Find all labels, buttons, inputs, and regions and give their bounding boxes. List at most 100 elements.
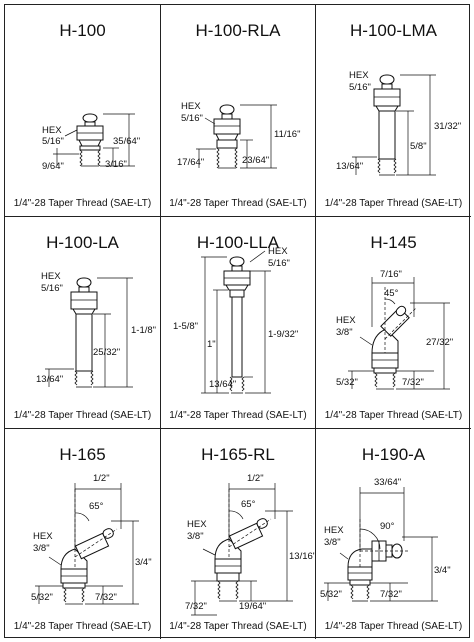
width-label: 1/2"	[247, 473, 264, 484]
fitting-body	[373, 74, 401, 176]
cell-h-165: H-165	[5, 429, 161, 639]
width-label: 7/16"	[380, 269, 402, 280]
hex-label: HEX	[187, 519, 207, 530]
thread-width-label: 19/64"	[239, 601, 266, 612]
thread-length-label: 5/32"	[31, 592, 53, 603]
height-label: 3/4"	[135, 557, 152, 568]
thread-width-label: 7/32"	[95, 592, 117, 603]
thread-spec: 1/4"-28 Taper Thread (SAE-LT)	[13, 621, 152, 632]
shank-label: 23/64"	[242, 155, 269, 166]
fitting-title: H-100-RLA	[195, 21, 281, 40]
fitting-diagram: HEX 5/16" 1-5/8" 1" 1-9/32" 13/64"	[173, 246, 298, 394]
hex-label: HEX	[41, 271, 61, 282]
fitting-title: H-100-LMA	[350, 21, 437, 40]
shank-label: 5/8"	[410, 141, 427, 152]
height-label: 3/4"	[434, 565, 451, 576]
fitting-diagram: 7/16" 45° HEX 3/8" 27/32" 5/32" 7/32"	[336, 269, 453, 390]
fitting-title: H-190-A	[361, 445, 426, 464]
thread-length-label: 5/32"	[320, 589, 342, 600]
thread-spec: 1/4"-28 Taper Thread (SAE-LT)	[13, 198, 152, 209]
hex-label: HEX	[42, 125, 62, 136]
fitting-diagram: 1/2" 65° HEX 3/8" 13/16" 7/32" 19/64"	[185, 473, 316, 616]
hex-label: HEX	[268, 246, 288, 257]
hex-label: HEX	[181, 101, 201, 112]
cell-h-100-la: H-100-LA HEX 5/16" 1-1/8" 25/32"	[5, 217, 161, 429]
fitting-title: H-100	[59, 21, 106, 40]
thread-spec: 1/4"-28 Taper Thread (SAE-LT)	[169, 621, 307, 632]
cell-h-100-rla: H-100-RLA HEX 5/16" 11/16" 23	[161, 5, 316, 217]
thread-length-label: 7/32"	[185, 601, 207, 612]
hex-size-label: 3/8"	[33, 543, 50, 554]
thread-length-label: 5/32"	[336, 377, 358, 388]
width-label: 33/64"	[374, 477, 401, 488]
fitting-diagram: HEX 5/16" 11/16" 23/64" 17/64"	[177, 101, 300, 169]
hex-size-label: 3/8"	[336, 327, 353, 338]
thread-spec: 1/4"-28 Taper Thread (SAE-LT)	[324, 621, 463, 632]
hex-label: HEX	[33, 531, 53, 542]
height-label: 11/16"	[274, 129, 300, 140]
cell-h-100-lma: H-100-LMA HEX 5/16" 31/32" 5/8"	[316, 5, 471, 217]
height-label: 35/64"	[113, 136, 140, 147]
height-label: 13/16"	[289, 551, 316, 562]
thread-length-label: 17/64"	[177, 157, 204, 168]
fitting-title: H-165-RL	[201, 445, 275, 464]
hex-size-label: 5/16"	[181, 113, 203, 124]
fitting-body	[76, 113, 104, 167]
fitting-body	[70, 277, 98, 388]
cell-h-100-lla: H-100-LLA HEX 5/16	[161, 217, 316, 429]
height-label: 31/32"	[434, 121, 461, 132]
thread-spec: 1/4"-28 Taper Thread (SAE-LT)	[169, 198, 307, 209]
thread-width-label: 7/32"	[402, 377, 424, 388]
thread-spec: 1/4"-28 Taper Thread (SAE-LT)	[13, 410, 152, 421]
lower-height-label: 1"	[207, 339, 216, 350]
overall-height-label: 1-5/8"	[173, 321, 198, 332]
hex-size-label: 5/16"	[268, 258, 290, 269]
fitting-diagram: HEX 5/16" 31/32" 5/8" 13/64"	[336, 70, 461, 176]
shank-label: 3/16"	[105, 159, 127, 170]
fitting-title: H-165	[59, 445, 106, 464]
angle-label: 90°	[380, 521, 395, 532]
fitting-body	[347, 540, 403, 602]
hex-label: HEX	[336, 315, 356, 326]
thread-spec: 1/4"-28 Taper Thread (SAE-LT)	[324, 410, 463, 421]
fitting-diagram: HEX 5/16" 1-1/8" 25/32" 13/64"	[36, 271, 156, 388]
thread-spec: 1/4"-28 Taper Thread (SAE-LT)	[169, 410, 307, 421]
cell-h-145: H-145	[316, 217, 471, 429]
thread-spec: 1/4"-28 Taper Thread (SAE-LT)	[324, 198, 463, 209]
fitting-body	[213, 104, 241, 169]
thread-length-label: 9/64"	[42, 161, 64, 172]
thread-length-label: 13/64"	[209, 379, 236, 390]
fitting-body	[223, 256, 251, 394]
hex-size-label: 3/8"	[187, 531, 204, 542]
angle-label: 65°	[241, 499, 256, 510]
fitting-body	[60, 528, 114, 605]
hex-size-label: 3/8"	[324, 537, 341, 548]
fitting-title: H-145	[370, 233, 417, 252]
thread-width-label: 7/32"	[380, 589, 402, 600]
hex-size-label: 5/16"	[42, 136, 64, 147]
width-label: 1/2"	[93, 473, 110, 484]
fitting-diagram: 1/2" 65° HEX 3/8" 3/4" 5/32" 7/32"	[31, 473, 152, 605]
fitting-body	[214, 518, 268, 602]
thread-length-label: 13/64"	[336, 161, 363, 172]
hex-label: HEX	[349, 70, 369, 81]
cell-h-165-rl: H-165-RL	[161, 429, 316, 639]
angle-label: 45°	[384, 288, 399, 299]
hex-size-label: 5/16"	[349, 82, 371, 93]
hex-label: HEX	[324, 525, 344, 536]
cell-h-100: H-100 HEX 5/16" 35/64" 3/16"	[5, 5, 161, 217]
thread-length-label: 13/64"	[36, 374, 63, 385]
fitting-diagram: HEX 5/16" 35/64" 3/16" 9/64"	[42, 113, 140, 172]
fitting-body	[371, 305, 410, 390]
fitting-title: H-100-LA	[46, 233, 119, 252]
angle-label: 65°	[89, 501, 104, 512]
cell-h-190-a: H-190-A	[316, 429, 471, 639]
fitting-title: H-100-LLA	[196, 233, 280, 252]
hex-size-label: 5/16"	[41, 283, 63, 294]
fittings-grid: H-100 HEX 5/16" 35/64" 3/16"	[4, 4, 471, 639]
height-label: 1-9/32"	[268, 329, 298, 340]
height-label: 27/32"	[426, 337, 453, 348]
fitting-diagram: 33/64" 90° HEX 3/8" 3/4" 5/32" 7/32"	[320, 477, 451, 602]
height-label: 1-1/8"	[131, 325, 156, 336]
shank-label: 25/32"	[93, 347, 120, 358]
